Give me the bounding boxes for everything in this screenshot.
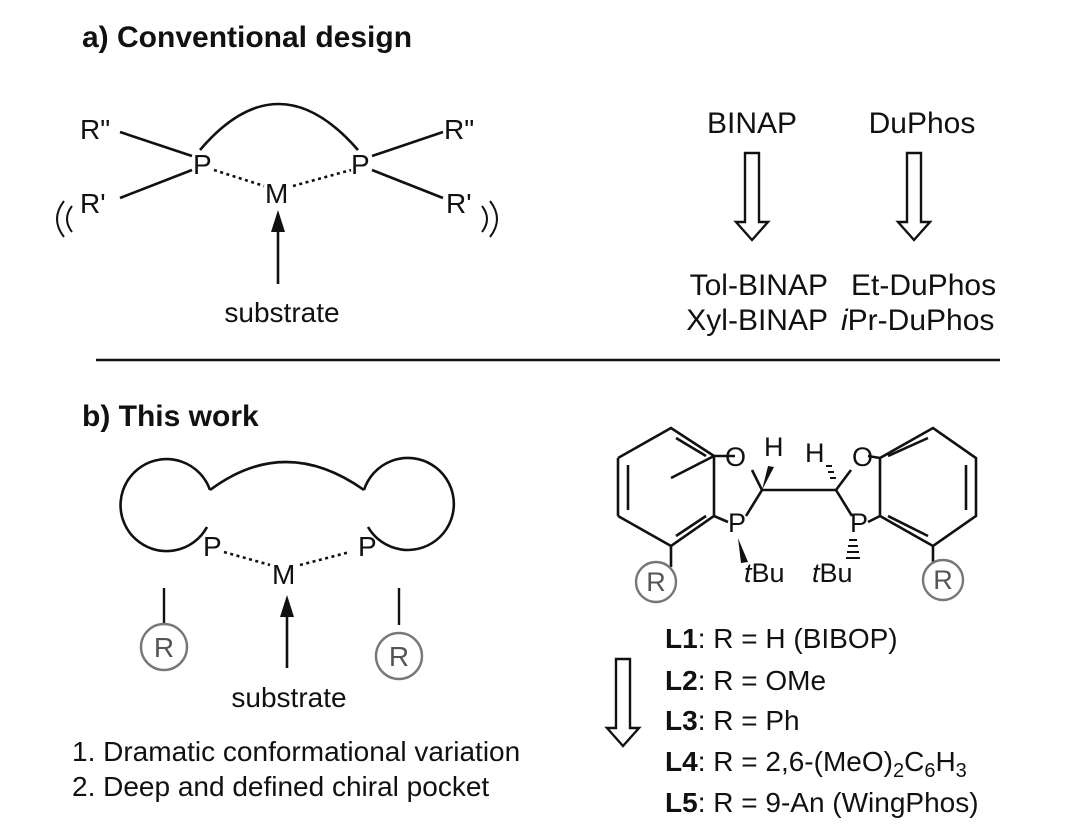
ligand-l4: L4: R = 2,6-(MeO)2C6H3 <box>665 746 967 782</box>
wiggle-right-1 <box>481 205 488 233</box>
metal-label: M <box>265 178 288 209</box>
substrate-label-b: substrate <box>231 682 346 713</box>
bond-p-r2-right <box>371 130 444 158</box>
r-label-left: R <box>154 632 174 663</box>
phosphorus-struct-right: P <box>850 508 868 538</box>
bibop-structure <box>616 426 978 604</box>
point-1: 1. Dramatic conformational variation <box>72 736 520 767</box>
bond-p-r1-left <box>119 168 193 200</box>
benzene-left <box>617 426 716 548</box>
r2-right-label: R" <box>444 114 474 145</box>
phosphorus-left: P <box>193 149 212 180</box>
hydrogen-left: H <box>764 432 784 462</box>
tol-binap-label: Tol-BINAP <box>690 269 828 302</box>
ligand-l5: L5: R = 9-An (WingPhos) <box>665 787 979 818</box>
dashed-bond-b-right <box>299 550 351 567</box>
bond-p-r1-right <box>371 168 444 200</box>
hash-h-right <box>826 465 836 479</box>
backbone-arc <box>199 102 359 151</box>
benzene-left-inner-3 <box>675 514 707 538</box>
point-2: 2. Deep and defined chiral pocket <box>72 771 489 802</box>
substrate-arrow-head <box>271 210 285 232</box>
r-label-right: R <box>389 641 409 672</box>
ligand-l3: L3: R = Ph <box>665 705 800 736</box>
hydrogen-right: H <box>805 438 825 468</box>
wiggle-left-2 <box>56 200 65 238</box>
binap-heading: BINAP <box>707 107 797 140</box>
benzene-left-inner-2 <box>675 436 707 458</box>
r-struct-left: R <box>646 567 666 597</box>
ligand-l2: L2: R = OMe <box>665 665 826 696</box>
binap-down-arrow <box>733 151 771 242</box>
right-pocket-circle <box>362 456 456 552</box>
r-circle-left <box>139 622 189 672</box>
oxygen-right: O <box>852 442 873 472</box>
bond-p-r2-left <box>119 130 193 158</box>
substrate-arrow-b-head <box>280 595 294 617</box>
bond-c-o-right <box>834 469 853 491</box>
section-a-title: a) Conventional design <box>82 21 412 54</box>
r1-left-label: R' <box>80 188 106 219</box>
wedge-tbu-left <box>738 538 748 563</box>
hash-tbu-right <box>846 539 860 559</box>
bond-ar-p-left <box>713 514 729 524</box>
r-circle-right <box>374 631 424 681</box>
wiggle-right-2 <box>489 200 498 238</box>
benzene-right-inner-3 <box>887 514 929 538</box>
dashed-bond-b-left <box>223 550 271 567</box>
tbu-right: tBu <box>812 558 853 588</box>
substrate-label-a: substrate <box>224 297 339 328</box>
r2-left-label: R" <box>80 114 110 145</box>
section-b-title: b) This work <box>82 400 259 433</box>
bond-c-p-left <box>744 489 764 517</box>
bond-p-ar-right <box>867 514 881 524</box>
left-pocket-circle <box>119 457 212 553</box>
phosphorus-right: P <box>351 149 370 180</box>
metal-label-b: M <box>272 559 295 590</box>
r-circle-struct-right <box>921 558 965 602</box>
bond-o-ar-right <box>867 454 881 460</box>
ligand-l1: L1: R = H (BIBOP) <box>665 623 898 654</box>
bond-c-p-right <box>834 489 854 517</box>
benzene-right-inner-2 <box>887 436 929 458</box>
wedge-h-left <box>762 466 774 490</box>
bond-o-c-left <box>750 469 764 491</box>
r1-right-label: R' <box>446 188 472 219</box>
backbone-arc-b <box>209 460 365 492</box>
oxygen-left: O <box>725 442 746 472</box>
tbu-left: tBu <box>744 558 785 588</box>
phosphorus-struct-left: P <box>728 508 746 538</box>
benzene-right <box>878 426 978 548</box>
duphos-down-arrow <box>895 151 933 242</box>
duphos-heading: DuPhos <box>869 107 976 140</box>
phosphorus-b-right: P <box>358 531 377 562</box>
r-struct-right: R <box>933 565 953 595</box>
this-work-scheme <box>119 456 456 681</box>
dashed-bond-pm-left <box>213 168 265 188</box>
conventional-scheme <box>56 102 498 284</box>
et-duphos-label: Et-DuPhos <box>851 269 996 302</box>
dashed-bond-pm-right <box>292 168 352 188</box>
ligand-trend-arrow <box>604 657 642 748</box>
r-circle-struct-left <box>634 560 678 604</box>
phosphorus-b-left: P <box>203 531 222 562</box>
ipr-duphos-label: iPr-DuPhos <box>841 304 994 337</box>
wiggle-left-1 <box>66 205 73 233</box>
xyl-binap-label: Xyl-BINAP <box>686 304 828 337</box>
